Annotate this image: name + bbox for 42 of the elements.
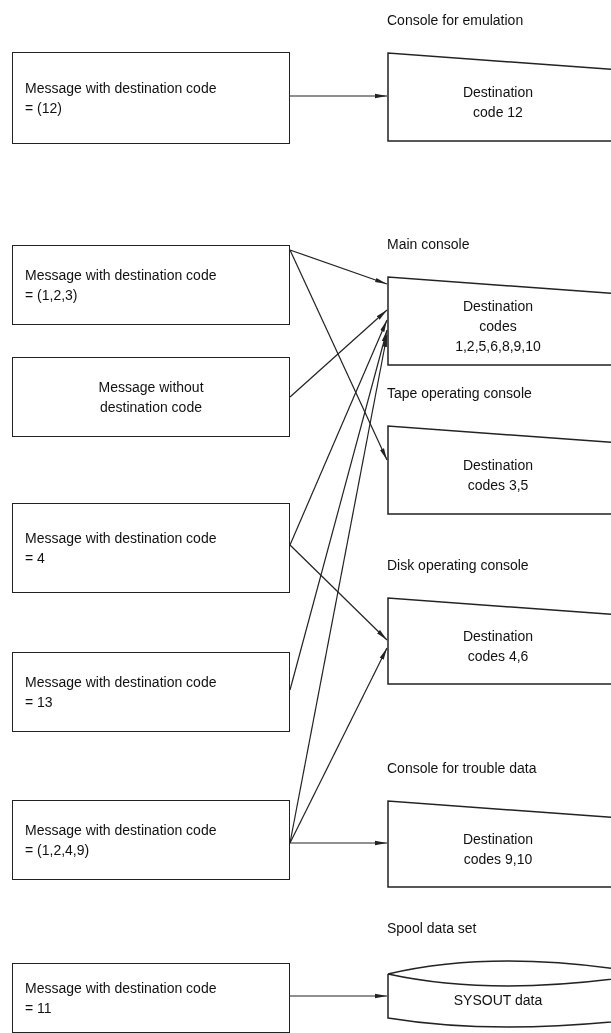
console-shape [387, 597, 609, 685]
arrow [289, 319, 388, 546]
message-box [12, 800, 290, 880]
console-shape [387, 800, 609, 888]
arrow [289, 647, 388, 844]
arrow [289, 309, 388, 398]
message-label: Message with destination code = 11 [25, 979, 218, 1018]
console-shape [387, 425, 609, 515]
console-shape [387, 52, 609, 142]
data-set-cylinder [387, 960, 609, 1030]
message-label: Message with destination code = (1,2,4,9) [25, 821, 218, 860]
console-name: Main console [387, 236, 470, 252]
console-name: Spool data set [387, 920, 477, 936]
arrow [289, 544, 388, 641]
message-box [12, 963, 290, 1033]
console-name: Console for trouble data [387, 760, 537, 776]
message-label: Message with destination code = (12) [25, 79, 218, 118]
destination-label: Destination codes 4,6 [461, 627, 534, 666]
message-box [12, 245, 290, 325]
destination-label: Destination code 12 [461, 83, 534, 122]
message-box [12, 357, 290, 437]
message-label: Message with destination code = (1,2,3) [25, 266, 218, 305]
message-box [12, 503, 290, 593]
arrow [289, 329, 388, 691]
message-label: Message with destination code = 4 [25, 529, 218, 568]
arrow [289, 93, 388, 99]
console-name: Disk operating console [387, 557, 529, 573]
destination-label: Destination codes 1,2,5,6,8,9,10 [454, 297, 542, 356]
arrow [289, 249, 388, 461]
arrow [289, 840, 388, 846]
console-shape [387, 276, 609, 366]
message-box [12, 652, 290, 732]
destination-label: Destination codes 3,5 [461, 456, 534, 495]
message-box [12, 52, 290, 144]
arrow [289, 993, 388, 999]
arrow [289, 249, 388, 285]
message-label: Message without destination code [97, 378, 205, 417]
destination-label: Destination codes 9,10 [461, 830, 534, 869]
destination-label: SYSOUT data [452, 991, 544, 1010]
console-name: Console for emulation [387, 12, 524, 28]
console-name: Tape operating console [387, 385, 532, 401]
message-label: Message with destination code = 13 [25, 673, 218, 712]
